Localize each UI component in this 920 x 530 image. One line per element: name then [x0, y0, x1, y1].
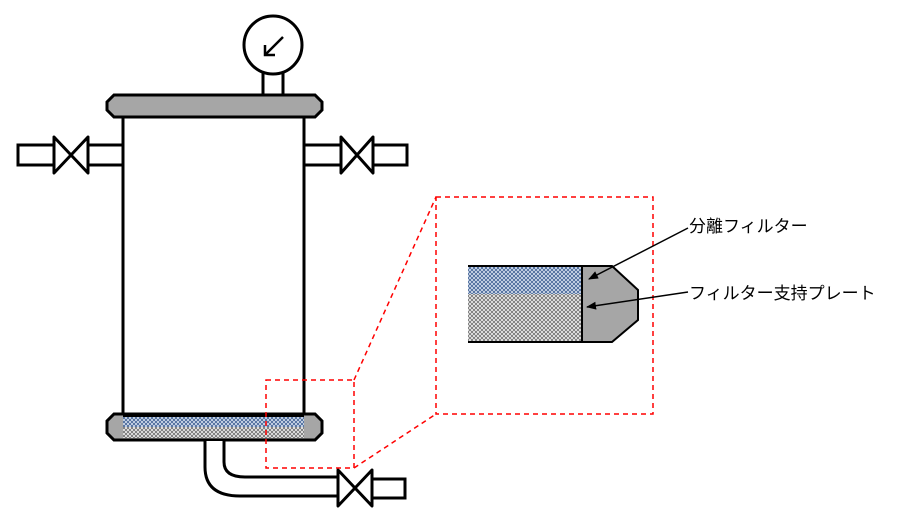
left-valve-icon	[52, 135, 90, 175]
right-inlet-pipe	[301, 135, 409, 175]
filter-support-plate-label: フィルター支持プレート	[689, 284, 876, 304]
support-plate-arrow	[586, 291, 689, 310]
separation-filter-arrow	[588, 227, 689, 280]
detail-separation-filter	[468, 266, 582, 294]
detail-filter-support-plate	[468, 294, 582, 342]
detail-callout	[265, 196, 654, 469]
enlarged-detail	[468, 265, 639, 343]
separation-filter	[123, 417, 304, 427]
callout-source-box	[265, 379, 355, 469]
top-flange	[105, 93, 324, 119]
filter-support-plate	[123, 427, 304, 438]
left-inlet-pipe	[16, 135, 125, 175]
right-valve-icon	[339, 135, 375, 175]
separation-filter-label: 分離フィルター	[689, 217, 808, 237]
gauge-needle	[265, 36, 284, 55]
vessel-body	[121, 114, 306, 416]
bottom-flange	[105, 412, 324, 442]
callout-detail-box	[435, 196, 654, 415]
pressure-gauge	[242, 14, 304, 97]
bottom-outlet-pipe	[203, 441, 407, 508]
bottom-valve-icon	[336, 468, 374, 508]
